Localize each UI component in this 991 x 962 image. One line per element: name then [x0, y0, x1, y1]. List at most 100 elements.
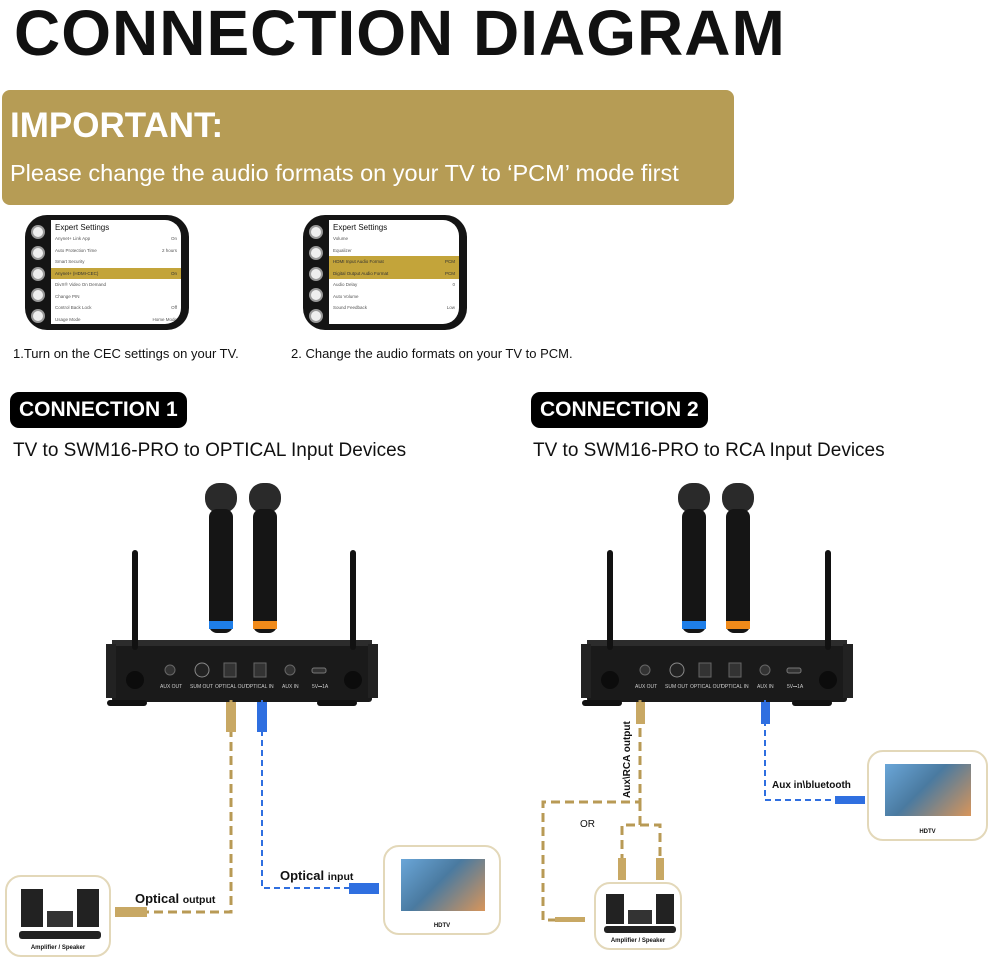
amplifier-label: Amplifier / Speaker — [30, 945, 86, 951]
settings-row-label: Digital Output Audio Format — [333, 270, 389, 276]
speaker-icon — [19, 889, 101, 939]
settings-row: Auto Protection Time 2 hours — [51, 245, 181, 257]
settings-row-value: PCM — [445, 270, 455, 276]
hdtv-box-2: HDTV — [867, 750, 988, 841]
settings-row-label: Equalizer — [333, 247, 352, 253]
settings-row-value: 2 hours — [161, 247, 177, 253]
hdtv-label: HDTV — [919, 829, 936, 835]
receiver-2 — [580, 549, 854, 707]
tv-icon — [885, 764, 971, 816]
receiver-1-port-labels: AUX OUT SUM OUT OPTICAL OUT OPTICAL IN A… — [112, 684, 372, 694]
settings-row: DivX® Video On Demand — [51, 279, 181, 291]
step2-caption: 2. Change the audio formats on your TV t… — [291, 346, 573, 361]
port-power: 5V⎓1A — [312, 684, 329, 690]
settings-heading: Expert Settings — [55, 223, 110, 232]
settings-menu-icon — [31, 267, 45, 281]
settings-row-label: Sound Feedback — [333, 305, 368, 311]
settings-row: Anynet+ Link App On — [51, 233, 181, 245]
settings-row-label: Auto Protection Time — [55, 247, 97, 253]
settings-row: Sound Feedback Low — [329, 302, 459, 314]
settings-row: Usage Mode Home Mode — [51, 314, 181, 325]
settings-row-label: Control Back Lock — [55, 305, 92, 311]
port-power: 5V⎓1A — [787, 684, 804, 690]
settings-row: Smart Security — [51, 256, 181, 268]
settings-row: Digital Output Audio Format PCM — [329, 267, 459, 279]
settings-row-label: Auto Volume — [333, 293, 359, 299]
port-sum-out: SUM OUT — [190, 684, 214, 690]
aux-in-bluetooth-label: Aux in\bluetooth — [772, 780, 851, 791]
optical-input-suffix: input — [327, 871, 354, 883]
settings-row-label: Change PIN — [55, 293, 80, 299]
port-optical-out: OPTICAL OUT — [690, 684, 724, 690]
page-title: CONNECTION DIAGRAM — [14, 0, 786, 69]
port-optical-in: OPTICAL IN — [246, 684, 274, 690]
hdtv-label: HDTV — [433, 923, 451, 929]
settings-row-label: Usage Mode — [55, 316, 81, 322]
settings-row-value: On — [170, 236, 177, 242]
settings-menu-icon — [309, 288, 323, 302]
or-label: OR — [580, 819, 595, 830]
receiver-2-port-labels: AUX OUT SUM OUT OPTICAL OUT OPTICAL IN A… — [587, 684, 847, 694]
amplifier-label: Amplifier / Speaker — [610, 938, 666, 944]
optical-input-main: Optical — [280, 868, 325, 883]
connection1-badge: CONNECTION 1 — [10, 392, 187, 428]
amplifier-speaker-box-2: Amplifier / Speaker — [594, 882, 682, 950]
port-sum-out: SUM OUT — [665, 684, 689, 690]
settings-row: Volume — [329, 233, 459, 245]
settings-row-label: Smart Security — [55, 259, 85, 265]
hdtv-box-1: HDTV — [383, 845, 501, 935]
connection1-subtitle: TV to SWM16-PRO to OPTICAL Input Devices — [13, 440, 407, 461]
settings-row-value: PCM — [445, 259, 455, 265]
aux-rca-output-label: Aux\RCA output — [622, 721, 633, 798]
port-optical-in: OPTICAL IN — [721, 684, 749, 690]
port-aux-in: AUX IN — [282, 684, 299, 690]
banner-heading: IMPORTANT: — [10, 106, 224, 145]
settings-row-label: Anynet+ Link App — [55, 236, 91, 242]
settings-row-value: Low — [446, 305, 455, 311]
optical-input-label: Optical input — [280, 868, 353, 883]
settings-row: Equalizer — [329, 245, 459, 257]
settings-row-label: Anynet+ (HDMI-CEC) — [55, 270, 99, 276]
settings-row-value: Off — [171, 305, 177, 311]
settings-menu-icon — [309, 225, 323, 239]
settings-row-label: DivX® Video On Demand — [55, 282, 107, 288]
settings-menu-icon — [31, 288, 45, 302]
settings-heading: Expert Settings — [333, 223, 388, 232]
connection2-badge: CONNECTION 2 — [531, 392, 708, 428]
settings-row: HDMI Input Audio Format PCM — [329, 256, 459, 268]
speaker-icon — [604, 894, 676, 933]
important-banner: IMPORTANT: Please change the audio forma… — [2, 90, 734, 205]
receiver-1 — [105, 549, 379, 707]
port-optical-out: OPTICAL OUT — [215, 684, 249, 690]
settings-row-value: 0 — [452, 282, 455, 288]
settings-row: Auto Volume — [329, 291, 459, 303]
port-aux-in: AUX IN — [757, 684, 774, 690]
settings-row: Anynet+ (HDMI-CEC) On — [51, 267, 181, 279]
amplifier-speaker-box-1: Amplifier / Speaker — [5, 875, 111, 957]
settings-row: Change PIN — [51, 291, 181, 303]
settings-row: Control Back Lock Off — [51, 302, 181, 314]
settings-row-label: Audio Delay — [333, 282, 358, 288]
settings-row-label: HDMI Input Audio Format — [333, 259, 384, 265]
port-aux-out: AUX OUT — [635, 684, 658, 690]
settings-menu-icon — [309, 309, 323, 323]
settings-row-label: Volume — [333, 236, 349, 242]
banner-text: Please change the audio formats on your … — [10, 160, 679, 186]
settings-menu-icon — [309, 246, 323, 260]
settings-row-value: Home Mode — [152, 316, 177, 322]
port-aux-out: AUX OUT — [160, 684, 183, 690]
connection2-subtitle: TV to SWM16-PRO to RCA Input Devices — [533, 440, 885, 461]
settings-row: Audio Delay 0 — [329, 279, 459, 291]
settings-menu-icon — [31, 309, 45, 323]
settings-menu-icon — [309, 267, 323, 281]
microphones-2 — [678, 483, 754, 633]
optical-output-label: Optical output — [135, 891, 215, 906]
settings-row-value: On — [170, 270, 177, 276]
settings-menu-icon — [31, 246, 45, 260]
tv-icon — [401, 859, 485, 911]
